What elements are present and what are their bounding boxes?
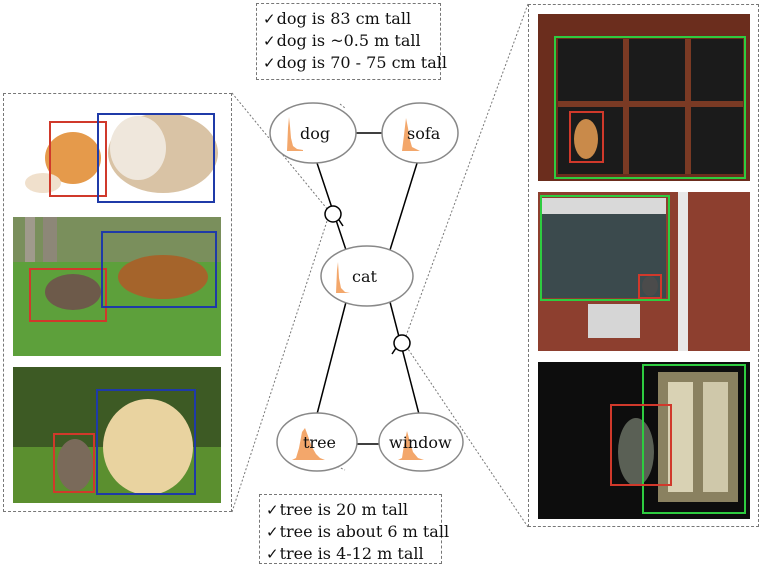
dog-fact: ✓ dog is 70 - 75 cm tall xyxy=(263,52,447,74)
node-label: cat xyxy=(352,267,378,286)
checkmark-icon: ✓ xyxy=(263,54,276,72)
fact-text: tree is 20 m tall xyxy=(279,500,408,519)
right-panel-frame xyxy=(528,4,759,527)
dog-fact: ✓ dog is ~0.5 m tall xyxy=(263,30,434,52)
fact-text: dog is 70 - 75 cm tall xyxy=(276,53,447,72)
cat-bounding-box xyxy=(49,121,107,197)
cat-bounding-box xyxy=(53,433,95,493)
photo-cat-in-window xyxy=(538,14,750,181)
window-bounding-box xyxy=(642,364,746,514)
photo-dog-cat-grass xyxy=(13,217,221,356)
connector-dog-cat xyxy=(324,205,342,223)
bulldog-kitten-illustration xyxy=(25,113,218,193)
tree-facts-box: ✓ tree is 20 m tall ✓ tree is about 6 m … xyxy=(259,494,449,565)
dog-bounding-box xyxy=(96,389,196,495)
cat-bounding-box xyxy=(610,404,672,486)
tree-fact: ✓ tree is 20 m tall xyxy=(266,499,435,521)
edge-connectors xyxy=(324,205,411,355)
node-window: window xyxy=(378,412,464,472)
checkmark-icon: ✓ xyxy=(266,501,279,519)
tree-fact: ✓ tree is about 6 m tall xyxy=(266,521,449,543)
fact-text: dog is ~0.5 m tall xyxy=(276,31,421,50)
brick-window-illustration xyxy=(538,192,750,351)
photo-bulldog-kitten xyxy=(13,103,221,205)
tree-fact: ✓ tree is 4-12 m tall xyxy=(266,543,435,565)
window-bounding-box xyxy=(540,195,670,301)
connector-tick xyxy=(391,347,397,355)
photo-cat-brick-window xyxy=(538,192,750,351)
node-tree: tree xyxy=(276,412,358,472)
photo-cat-dark-window xyxy=(538,362,750,519)
cat-in-window-illustration xyxy=(538,14,750,181)
checkmark-icon: ✓ xyxy=(263,10,276,28)
checkmark-icon: ✓ xyxy=(266,545,279,563)
fact-text: tree is 4-12 m tall xyxy=(279,544,424,563)
histogram-icon xyxy=(398,118,420,151)
window-bounding-box xyxy=(554,36,746,179)
edge-cat-window xyxy=(389,301,421,419)
dog-bounding-box xyxy=(101,231,217,308)
checkmark-icon: ✓ xyxy=(263,32,276,50)
cat-bounding-box xyxy=(638,274,662,299)
histogram-icon xyxy=(284,117,303,151)
fact-text: dog is 83 cm tall xyxy=(276,9,412,28)
node-dog: dog xyxy=(269,102,357,164)
photo-puppy-kitten xyxy=(13,367,221,503)
cat-bounding-box xyxy=(29,268,107,322)
dog-cat-grass-illustration xyxy=(13,217,221,356)
node-label: dog xyxy=(300,124,330,143)
dog-facts-box: ✓ dog is 83 cm tall ✓ dog is ~0.5 m tall… xyxy=(256,3,447,80)
graph-edges xyxy=(315,132,421,445)
edge-cat-tree xyxy=(315,301,347,419)
node-sofa: sofa xyxy=(381,102,459,164)
dog-fact: ✓ dog is 83 cm tall xyxy=(263,8,434,30)
node-cat: cat xyxy=(320,245,414,307)
node-label: window xyxy=(389,433,452,452)
fact-text: tree is about 6 m tall xyxy=(279,522,450,541)
node-label: tree xyxy=(303,433,336,452)
histogram-icon xyxy=(333,262,350,293)
histogram-icon xyxy=(292,428,325,460)
dog-bounding-box xyxy=(97,113,215,203)
histogram-icon xyxy=(398,431,424,460)
cat-bounding-box xyxy=(569,111,604,163)
checkmark-icon: ✓ xyxy=(266,523,279,541)
left-panel-frame xyxy=(3,93,232,512)
node-label: sofa xyxy=(407,124,441,143)
edge-sofa-cat xyxy=(389,159,419,251)
connector-tick xyxy=(338,219,344,227)
edge-dog-cat xyxy=(315,159,347,251)
connector-cat-window xyxy=(393,334,411,352)
